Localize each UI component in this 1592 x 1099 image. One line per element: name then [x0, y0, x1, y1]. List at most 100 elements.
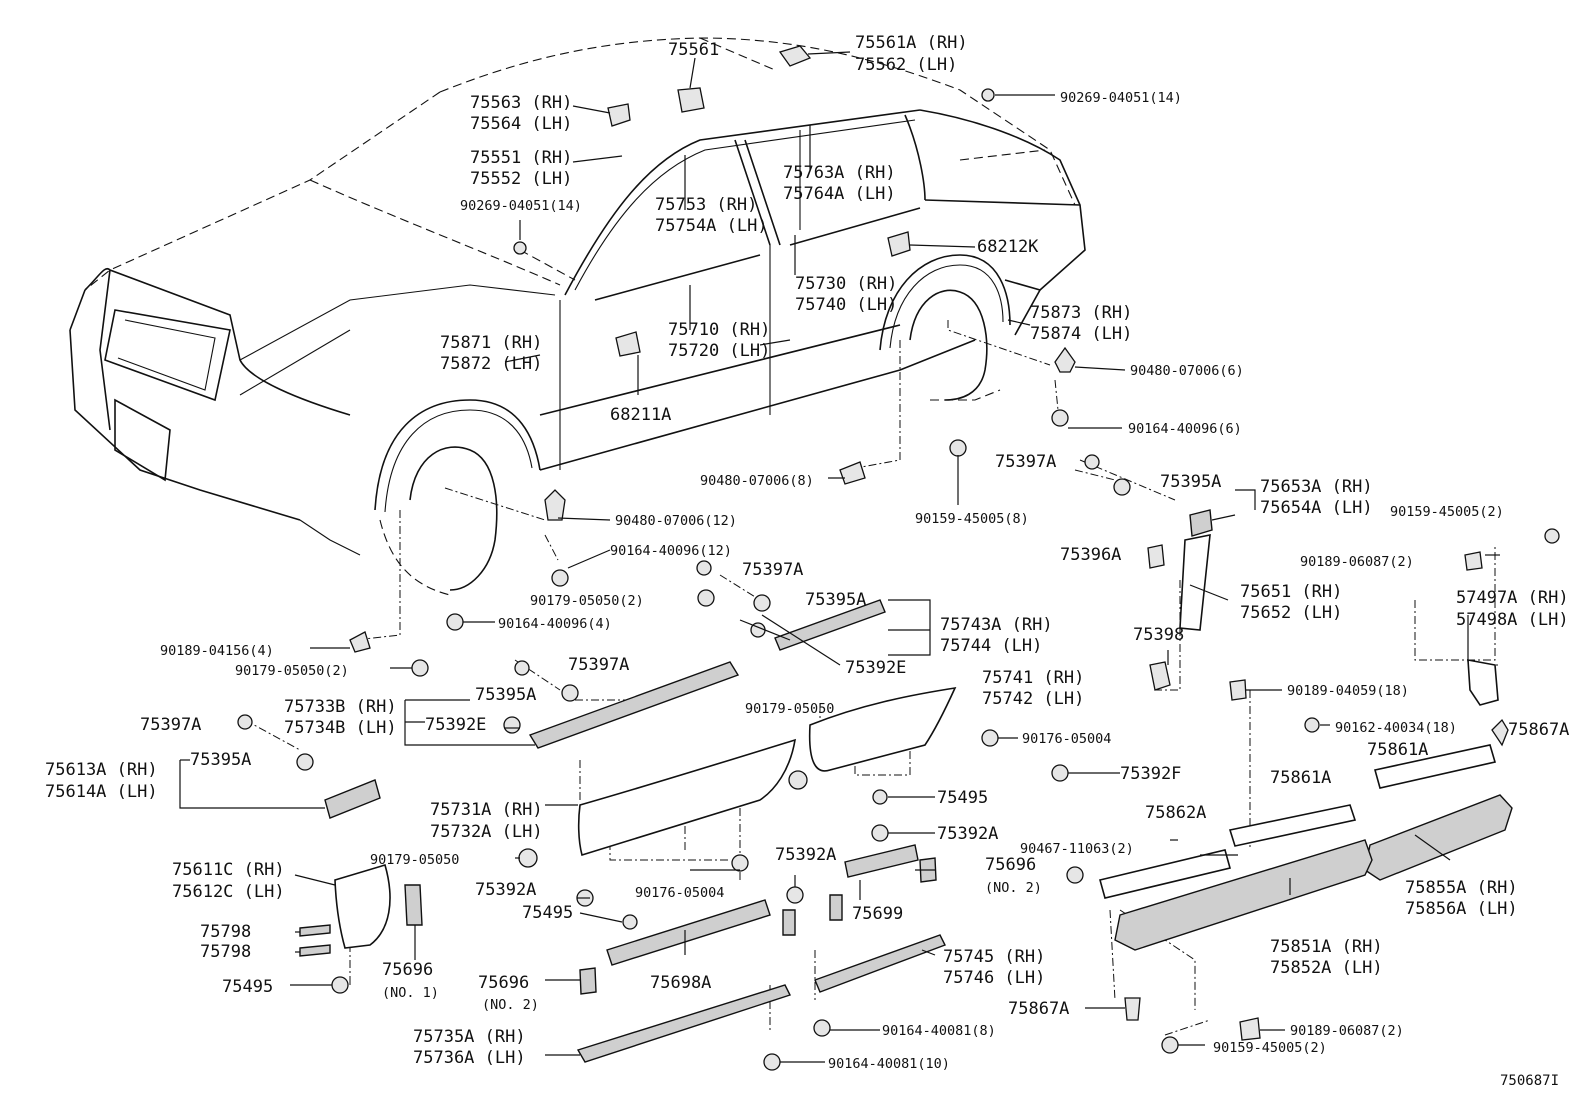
- callout-57498A-lh: 57498A (LH): [1456, 610, 1569, 630]
- nut-90480-8-icon: [839, 461, 866, 485]
- callout-75395A-m2: 75395A: [475, 685, 536, 705]
- callout-75397A-m1: 75397A: [742, 560, 803, 580]
- strip-75861A-b-icon: [1228, 804, 1357, 847]
- bolt-90164-40081-8-icon: [813, 1019, 831, 1037]
- strip-75861A-a-icon: [1374, 744, 1497, 789]
- clip-75396A-icon: [1147, 544, 1165, 569]
- callout-75856A-lh: 75856A (LH): [1405, 899, 1518, 919]
- car-body-illustration: [69, 37, 1086, 596]
- callout-90179-2b: 90179-05050(2): [235, 663, 349, 679]
- callout-75735A-rh: 75735A (RH): [413, 1027, 526, 1047]
- molding-75735A-icon: [576, 984, 791, 1063]
- clip-75397A-l-icon: [237, 714, 253, 730]
- callout-75720-lh: 75720 (LH): [668, 341, 770, 361]
- callout-75743A-rh: 75743A (RH): [940, 615, 1053, 635]
- callout-75742-lh: 75742 (LH): [982, 689, 1084, 709]
- callout-68212K: 68212K: [977, 237, 1039, 257]
- callout-90179-05050-b: 90179-05050: [370, 852, 459, 868]
- callout-57497A-rh: 57497A (RH): [1456, 588, 1569, 608]
- callout-75852A-lh: 75852A (LH): [1270, 958, 1383, 978]
- callout-90176-05004-r: 90176-05004: [1022, 731, 1111, 747]
- callout-90164-40081-10: 90164-40081(10): [828, 1056, 950, 1072]
- clip-68212K-icon: [887, 231, 911, 257]
- bolt-75392A-b-icon: [786, 886, 804, 904]
- callout-75651-rh: 75651 (RH): [1240, 582, 1342, 602]
- panel-75611C-icon: [334, 864, 391, 949]
- callout-90189-06087-top: 90189-06087(2): [1300, 554, 1414, 570]
- callout-90176-05004-m: 90176-05004: [635, 885, 724, 901]
- callout-75872-lh: 75872 (LH): [440, 354, 542, 374]
- callout-75392E-l: 75392E: [425, 715, 486, 735]
- callout-75745-rh: 75745 (RH): [943, 947, 1045, 967]
- callout-75862A: 75862A: [1145, 803, 1206, 823]
- callout-75764A-lh: 75764A (LH): [783, 184, 896, 204]
- callout-75562-lh: 75562 (LH): [855, 55, 957, 75]
- callout-90162: 90162-40034(18): [1335, 720, 1457, 736]
- callout-75611C-rh: 75611C (RH): [172, 860, 285, 880]
- callout-75396A: 75396A: [1060, 545, 1121, 565]
- clip-75397A-m1-icon: [696, 560, 712, 576]
- callout-75754A-lh: 75754A (LH): [655, 216, 768, 236]
- callout-75861A-b: 75861A: [1270, 768, 1331, 788]
- clip-75395A-m1-icon: [753, 594, 771, 612]
- callout-68211A: 68211A: [610, 405, 671, 425]
- clip-75495-l-icon: [622, 914, 638, 930]
- callout-90159-2-top: 90159-45005(2): [1390, 504, 1504, 520]
- strip-75862A-icon: [1099, 849, 1231, 899]
- callout-75395A-r: 75395A: [1160, 472, 1221, 492]
- callout-90480-12: 90480-07006(12): [615, 513, 737, 529]
- bolt-90164-6-icon: [1051, 409, 1069, 427]
- panel-75731A-icon: [577, 738, 797, 857]
- callout-90159-8: 90159-45005(8): [915, 511, 1029, 527]
- clip-90176-05004-r-icon: [981, 729, 999, 747]
- callout-75392A-b: 75392A: [775, 845, 836, 865]
- callout-75734B-lh: 75734B (LH): [284, 718, 397, 738]
- callout-75740-lh: 75740 (LH): [795, 295, 897, 315]
- clip-75495-m-icon: [872, 789, 888, 805]
- clip-75395A-l-icon: [296, 753, 314, 771]
- bolt-90159-2-top-icon: [1544, 528, 1560, 544]
- callout-75495-b: 75495: [222, 977, 273, 997]
- part-drawings: [237, 45, 1560, 1071]
- screw-90269-top-icon: [981, 88, 995, 102]
- bolt-75392A-m-icon: [871, 824, 889, 842]
- molding-75733B-icon: [528, 661, 740, 749]
- callout-90159-2-b: 90159-45005(2): [1213, 1040, 1327, 1056]
- molding-75651-icon: [1179, 534, 1211, 631]
- extension-75855A-icon: [1364, 794, 1513, 881]
- pad-75696-extra2-icon: [782, 909, 796, 936]
- callout-75654A-lh: 75654A (LH): [1260, 498, 1373, 518]
- bolt-90164-40081-10-icon: [763, 1053, 781, 1071]
- bolt-90164-12-icon: [551, 569, 569, 587]
- pad-75696-no2-l-icon: [579, 967, 597, 995]
- callout-75696-no1: 75696: [382, 960, 433, 980]
- clip-90189-06087-b-icon: [1239, 1017, 1261, 1041]
- callout-75563-rh: 75563 (RH): [470, 93, 572, 113]
- callout-75392A-l: 75392A: [475, 880, 536, 900]
- callout-90480-8: 90480-07006(8): [700, 473, 814, 489]
- clip-90467-icon: [1066, 866, 1084, 884]
- pad-75696-extra-icon: [829, 894, 843, 921]
- bracket-57497A-icon: [1467, 659, 1499, 706]
- callout-75652-lh: 75652 (LH): [1240, 603, 1342, 623]
- clip-75561A-icon: [778, 45, 812, 67]
- callout-75873-rh: 75873 (RH): [1030, 303, 1132, 323]
- screw-90269-left-icon: [513, 241, 527, 255]
- clip-90179-2b-icon: [411, 659, 429, 677]
- callout-75552-lh: 75552 (LH): [470, 169, 572, 189]
- callout-90189-04156: 90189-04156(4): [160, 643, 274, 659]
- callout-75763A-rh: 75763A (RH): [783, 163, 896, 183]
- callout-75874-lh: 75874 (LH): [1030, 324, 1132, 344]
- clip-75392E-l-icon: [503, 716, 521, 734]
- callout-75398: 75398: [1133, 625, 1184, 645]
- callout-75753-rh: 75753 (RH): [655, 195, 757, 215]
- clip-90189-04059-icon: [1229, 679, 1247, 701]
- callout-75561: 75561: [668, 40, 719, 60]
- diagram-id: 750687I: [1500, 1073, 1559, 1089]
- callout-75653A-rh: 75653A (RH): [1260, 477, 1373, 497]
- clip-75561-icon: [677, 87, 705, 113]
- callout-75612C-lh: 75612C (LH): [172, 882, 285, 902]
- clip-68211A-icon: [615, 331, 641, 357]
- callout-labels: 75561 75561A (RH) 75562 (LH) 90269-04051…: [45, 33, 1569, 1089]
